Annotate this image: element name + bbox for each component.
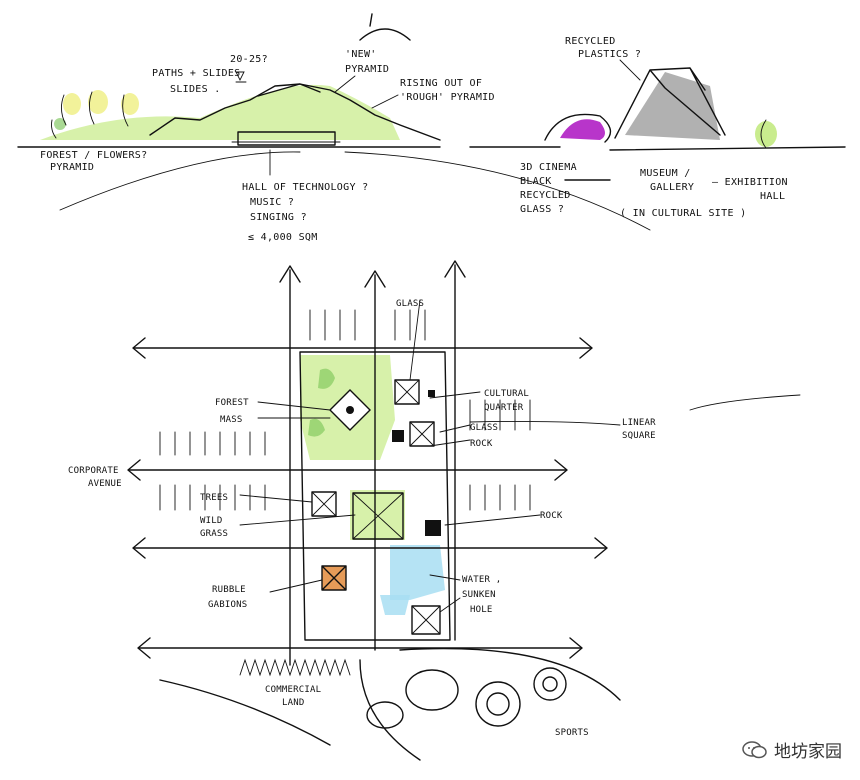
green-hill: [40, 84, 400, 140]
label-square: SQUARE: [622, 431, 656, 441]
perspective-lines: [59, 151, 651, 231]
wechat-icon: [742, 740, 767, 758]
curved-roads: [159, 647, 621, 761]
blob-3: [475, 681, 521, 727]
watermark: 地坊家园: [742, 737, 842, 762]
label-area: ≤ 4,000 sqm: [248, 232, 318, 243]
label-recycled: RECYCLED: [565, 36, 616, 47]
label-forest: FOREST / FLOWERS?: [40, 150, 147, 161]
label-music: MUSIC ?: [250, 197, 294, 208]
leader-lines: [239, 299, 801, 613]
tree-icon-right: [755, 121, 777, 147]
label-singing: SINGING ?: [250, 212, 307, 223]
plan-sketch: GLASS CULTURAL QUARTER FOREST MASS GLASS…: [68, 260, 801, 761]
label-hall: HALL OF TECHNOLOGY ?: [242, 182, 368, 193]
label-quarter: QUARTER: [484, 403, 524, 413]
commercial-grass: [239, 658, 351, 677]
label-black: BLACK: [520, 176, 552, 187]
label-sunken: SUNKEN: [462, 590, 496, 600]
label-glass-q: GLASS ?: [520, 204, 564, 215]
label-rising: RISING OUT OF: [400, 78, 482, 89]
label-forest-plan: FOREST: [215, 398, 249, 408]
label-land: LAND: [282, 698, 304, 708]
label-museum: MUSEUM /: [640, 168, 691, 179]
label-cultural-site: ( IN CULTURAL SITE ): [620, 208, 746, 219]
water-zone: [390, 545, 445, 600]
label-forest-pyramid: PYRAMID: [50, 162, 94, 173]
cinema-blob: [560, 119, 605, 140]
label-grass: GRASS: [200, 529, 228, 539]
label-plastics: PLASTICS ?: [578, 49, 641, 60]
rough-pyramid: [257, 83, 321, 97]
label-mass: MASS: [220, 415, 242, 425]
label-cultural: CULTURAL: [484, 389, 529, 399]
site-boundary: [299, 351, 451, 641]
blob-1: [366, 701, 404, 729]
label-exhibition: — EXHIBITION: [712, 177, 788, 188]
blob-2: [405, 669, 459, 711]
sun-sketch: [359, 13, 411, 41]
label-glass-plan: GLASS: [470, 423, 498, 433]
label-avenue: AVENUE: [88, 479, 122, 489]
tree-icons: [51, 90, 139, 139]
label-sports: SPORTS: [555, 728, 589, 738]
label-water: WATER ,: [462, 575, 501, 585]
label-linear: LINEAR: [622, 418, 656, 428]
museum-pyramid: [625, 72, 720, 140]
label-new: 'NEW': [345, 49, 377, 60]
label-commercial: COMMERCIAL: [265, 685, 321, 695]
label-hole: HOLE: [470, 605, 492, 615]
label-rubble: RUBBLE: [212, 585, 246, 595]
ground-line: [17, 146, 846, 151]
label-height: 20-25?: [230, 54, 268, 65]
hall-box: [237, 131, 336, 146]
label-trees: TREES: [200, 493, 228, 503]
pyramid-icons: [311, 379, 441, 635]
label-corporate: CORPORATE: [68, 466, 119, 476]
label-glass-top: GLASS: [396, 299, 424, 309]
label-slides: SLIDES .: [170, 84, 221, 95]
label-hall-2: HALL: [760, 191, 785, 202]
blob-4: [533, 667, 567, 701]
label-paths: PATHS + SLIDES: [152, 68, 241, 79]
label-gabions: GABIONS: [208, 600, 247, 610]
road-hatching: [159, 309, 531, 511]
label-wild: WILD: [200, 516, 222, 526]
axis-arrows: [127, 260, 608, 666]
label-rough: 'ROUGH' PYRAMID: [400, 92, 495, 103]
label-rock-small: ROCK: [470, 439, 493, 449]
watermark-text: 地坊家园: [774, 742, 842, 762]
label-pyramid: PYRAMID: [345, 64, 389, 75]
label-recycled-glass: RECYCLED: [520, 190, 571, 201]
label-gallery: GALLERY: [650, 182, 694, 193]
section-sketch: PATHS + SLIDES SLIDES . 20-25? 'NEW' PYR…: [17, 13, 846, 243]
label-cinema: 3D CINEMA: [520, 162, 577, 173]
hill-outline: [149, 83, 441, 141]
label-rock: ROCK: [540, 511, 563, 521]
